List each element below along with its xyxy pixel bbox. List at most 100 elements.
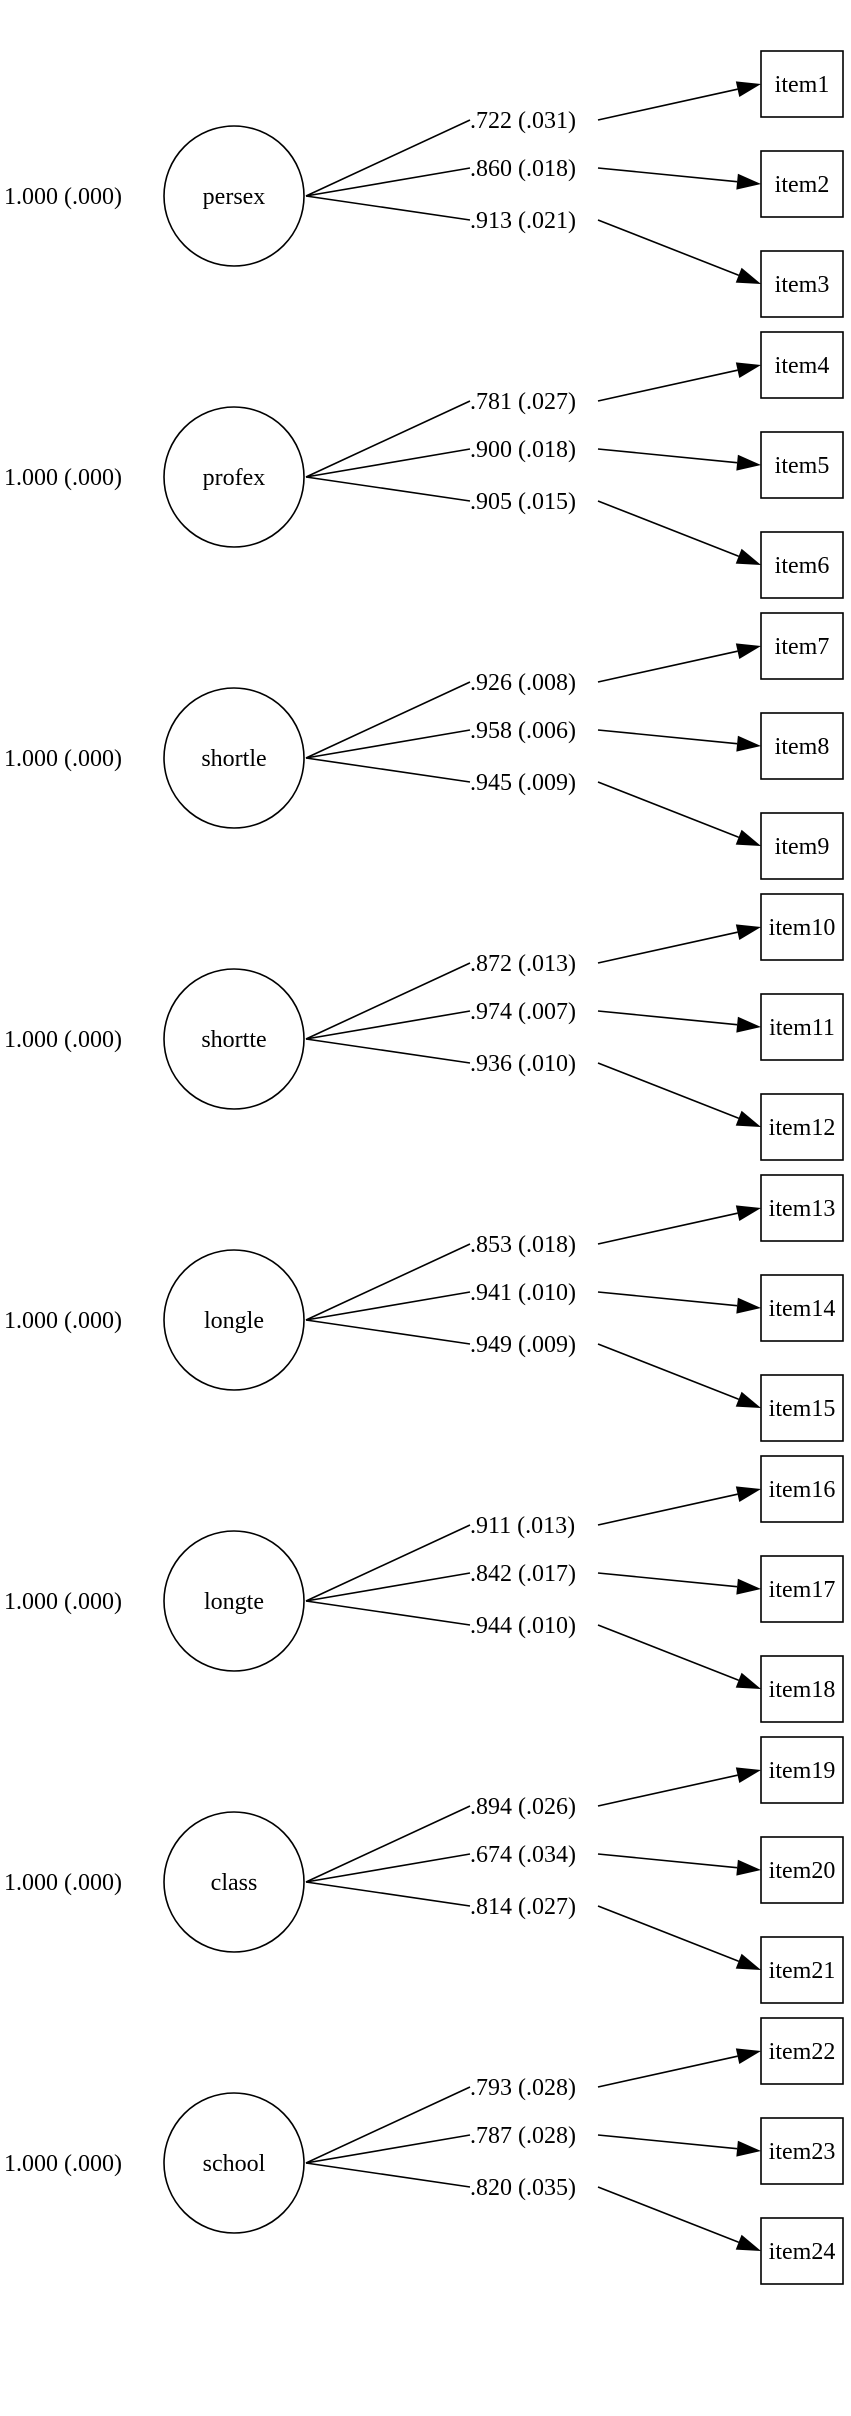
factor-block-class: 1.000 (.000)class.894 (.026)item19.674 (…: [4, 1736, 844, 2004]
loading-edge: [305, 1291, 471, 1321]
factor-block-school: 1.000 (.000)school.793 (.028)item22.787 …: [4, 2017, 844, 2285]
item-label: item17: [769, 1577, 836, 1603]
loading-label: .974 (.007): [470, 999, 576, 1025]
item-box: [760, 893, 844, 961]
loading-label: .905 (.015): [470, 489, 576, 515]
factor-block-profex: 1.000 (.000)profex.781 (.027)item4.900 (…: [4, 331, 844, 599]
loading-edge: [597, 167, 738, 183]
item-label: item6: [775, 553, 830, 579]
item-box: [760, 531, 844, 599]
loading-edge: [597, 2055, 738, 2088]
item-box: [760, 1174, 844, 1242]
item-label: item2: [775, 172, 830, 198]
arrowhead: [735, 1486, 761, 1502]
loading-edge: [305, 1881, 471, 1907]
item-label: item21: [769, 1958, 836, 1984]
loading-edge: [305, 1524, 471, 1602]
loading-label: .820 (.035): [470, 2175, 576, 2201]
item-label: item14: [769, 1296, 836, 1322]
arrowhead: [735, 1391, 761, 1408]
arrowhead: [735, 1953, 761, 1970]
item-box: [760, 331, 844, 399]
item-box: [760, 431, 844, 499]
loading-edge: [305, 1243, 471, 1321]
item-label: item23: [769, 2139, 836, 2165]
loading-edge: [305, 2162, 471, 2188]
item-box: [760, 1093, 844, 1161]
variance-label: 1.000 (.000): [4, 1308, 122, 1334]
loading-edge: [597, 1774, 738, 1807]
variance-label: 1.000 (.000): [4, 746, 122, 772]
loading-label: .936 (.010): [470, 1051, 576, 1077]
variance-label: 1.000 (.000): [4, 184, 122, 210]
loading-label: .814 (.027): [470, 1894, 576, 1920]
arrowhead: [735, 81, 761, 97]
loading-edge: [597, 650, 738, 683]
loading-edge: [305, 1010, 471, 1040]
factor-node: [163, 2092, 305, 2234]
loading-label: .722 (.031): [470, 108, 576, 134]
arrowhead: [735, 548, 761, 565]
item-label: item15: [769, 1396, 836, 1422]
loading-edge: [597, 931, 738, 964]
loading-edge: [597, 1212, 738, 1245]
variance-label: 1.000 (.000): [4, 465, 122, 491]
item-label: item1: [775, 72, 830, 98]
item-box: [760, 1655, 844, 1723]
loading-edge: [305, 757, 471, 783]
loading-edge: [597, 219, 739, 276]
arrowhead: [735, 1205, 761, 1221]
arrowhead: [736, 1016, 761, 1033]
loading-label: .941 (.010): [470, 1280, 576, 1306]
loading-edge: [305, 2086, 471, 2164]
factor-block-longte: 1.000 (.000)longte.911 (.013)item16.842 …: [4, 1455, 844, 1723]
loading-label: .793 (.028): [470, 2075, 576, 2101]
arrowhead: [735, 2234, 761, 2251]
loading-edge: [597, 1572, 738, 1588]
factor-node: [163, 1249, 305, 1391]
loading-edge: [305, 1038, 471, 1064]
loading-label: .860 (.018): [470, 156, 576, 182]
item-box: [760, 612, 844, 680]
loading-edge: [305, 119, 471, 197]
factor-label: profex: [203, 465, 266, 491]
variance-label: 1.000 (.000): [4, 1870, 122, 1896]
factor-node: [163, 687, 305, 829]
arrowhead: [736, 173, 761, 190]
loading-label: .913 (.021): [470, 208, 576, 234]
loading-edge: [597, 500, 739, 557]
loading-edge: [597, 88, 738, 121]
item-box: [760, 50, 844, 118]
arrowhead: [735, 267, 761, 284]
loading-edge: [305, 1319, 471, 1345]
loading-label: .781 (.027): [470, 389, 576, 415]
loading-edge: [597, 2186, 739, 2243]
loading-label: .787 (.028): [470, 2123, 576, 2149]
item-box: [760, 1274, 844, 1342]
factor-node: [163, 968, 305, 1110]
factor-label: longte: [204, 1589, 264, 1615]
arrowhead: [735, 1767, 761, 1783]
item-label: item16: [769, 1477, 836, 1503]
arrowhead: [735, 362, 761, 378]
item-label: item3: [775, 272, 830, 298]
loading-edge: [305, 476, 471, 502]
arrowhead: [736, 2140, 761, 2157]
item-label: item19: [769, 1758, 836, 1784]
item-box: [760, 2217, 844, 2285]
loading-label: .945 (.009): [470, 770, 576, 796]
item-box: [760, 1736, 844, 1804]
item-box: [760, 150, 844, 218]
factor-block-longle: 1.000 (.000)longle.853 (.018)item13.941 …: [4, 1174, 844, 1442]
loading-edge: [305, 681, 471, 759]
loading-edge: [597, 781, 739, 838]
item-box: [760, 2117, 844, 2185]
arrowhead: [735, 829, 761, 846]
loading-edge: [305, 1600, 471, 1626]
item-box: [760, 712, 844, 780]
loading-label: .872 (.013): [470, 951, 576, 977]
loading-label: .911 (.013): [470, 1513, 575, 1539]
loading-edge: [597, 1853, 738, 1869]
item-label: item20: [769, 1858, 836, 1884]
